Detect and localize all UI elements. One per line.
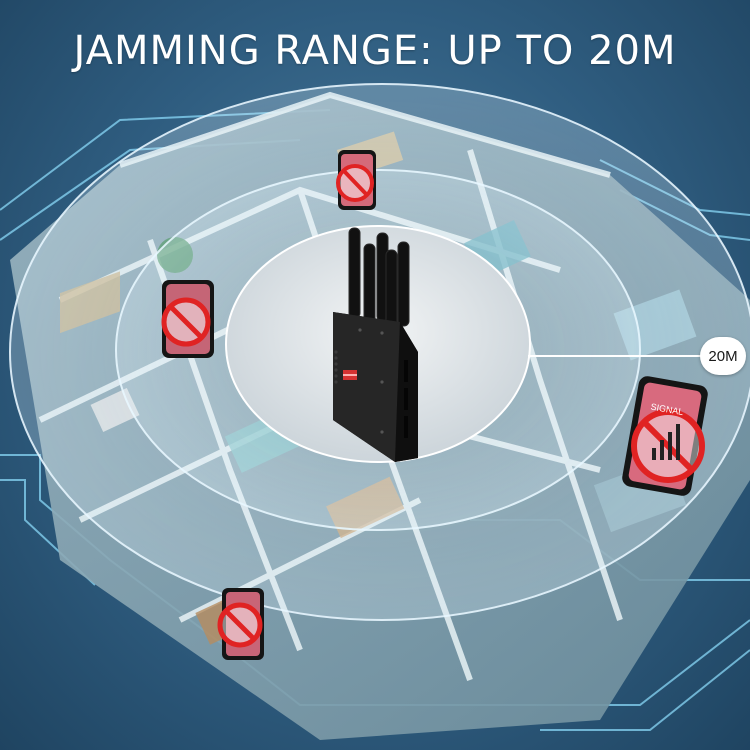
range-label: 20M — [700, 337, 746, 375]
phone-no-signal-icon — [161, 280, 214, 358]
jammer-device — [333, 227, 418, 462]
range-leader-line — [528, 355, 702, 357]
phone-no-signal-icon — [622, 376, 708, 496]
phone-no-signal-icon — [217, 588, 264, 660]
headline: JAMMING RANGE: UP TO 20M — [73, 28, 677, 74]
phone-no-signal-icon — [336, 150, 376, 210]
